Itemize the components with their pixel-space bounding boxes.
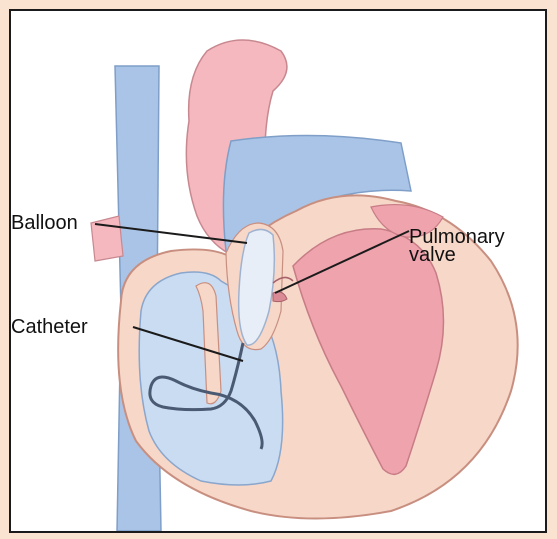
heart-diagram: Balloon Catheter Pulmonary valve (11, 11, 545, 531)
diagram-canvas: Balloon Catheter Pulmonary valve (9, 9, 547, 533)
pulmonary-label-line2: valve (409, 244, 456, 266)
pulmonary-branch (91, 216, 123, 261)
catheter-label: Catheter (11, 316, 88, 338)
balloon-label: Balloon (11, 212, 78, 234)
